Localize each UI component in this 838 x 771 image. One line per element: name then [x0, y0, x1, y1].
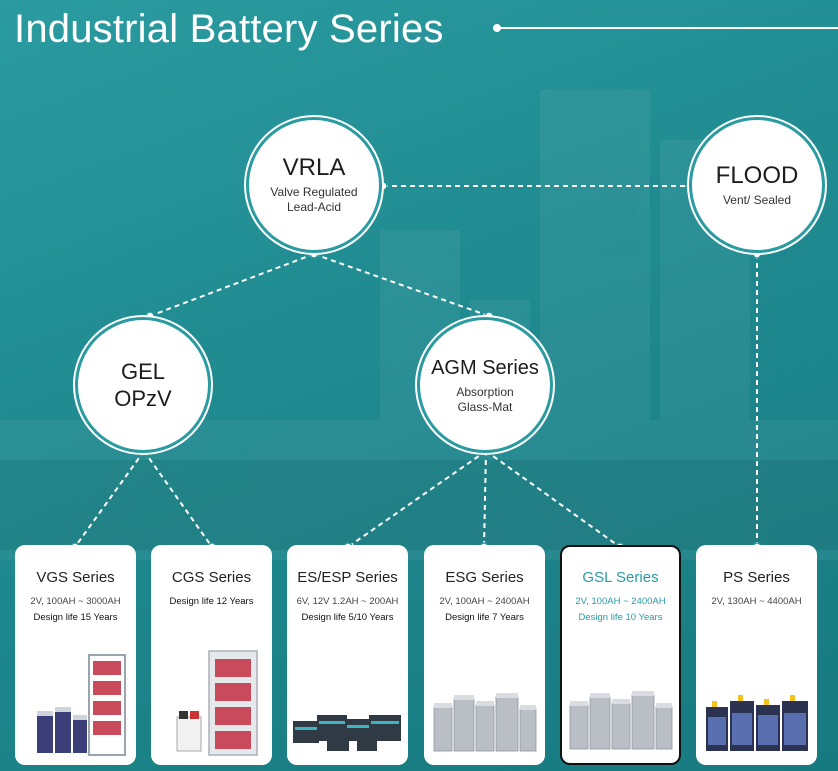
card-gsl-series[interactable]: GSL Series 2V, 100AH ~ 2400AH Design lif… [560, 545, 681, 765]
link-vrla-gel [149, 253, 315, 317]
card-title: ESG Series [445, 569, 524, 586]
link-agm-gsl [485, 450, 621, 548]
node-flood: FLOOD Vent/ Sealed [692, 120, 822, 250]
card-ps-series[interactable]: PS Series 2V, 130AH ~ 4400AH [696, 545, 817, 765]
card-title: ES/ESP Series [297, 569, 398, 586]
card-spec: 2V, 130AH ~ 4400AH [711, 596, 802, 607]
card-spec: 2V, 100AH ~ 2400AH [439, 596, 530, 607]
link-gel-vgs [74, 450, 145, 548]
joint-dot [752, 249, 762, 259]
gel-batteries-image [433, 693, 537, 752]
card-spec: 2V, 100AH ~ 3000AH [30, 596, 121, 607]
card-design-life: Design life 15 Years [33, 612, 118, 623]
title-rule [497, 27, 838, 29]
node-gel-title-line2: OPzV [114, 386, 172, 411]
node-gel: GEL OPzV [78, 320, 208, 450]
node-vrla-subtitle: Valve Regulated Lead-Acid [270, 185, 357, 215]
link-agm-esg [483, 450, 487, 548]
card-vgs-series[interactable]: VGS Series 2V, 100AH ~ 3000AH Design lif… [15, 545, 136, 765]
joint-dot [145, 311, 155, 321]
card-design-life: Design life 12 Years [169, 596, 254, 607]
agm-batteries-image [293, 715, 401, 751]
card-cgs-series[interactable]: CGS Series Design life 12 Years [151, 545, 272, 765]
card-design-life: Design life 5/10 Years [301, 612, 394, 623]
node-gel-title-line1: GEL [120, 359, 166, 384]
card-title: CGS Series [171, 569, 252, 586]
card-title: PS Series [723, 569, 790, 586]
link-vrla-agm [313, 253, 490, 317]
page-title: Industrial Battery Series [14, 7, 444, 51]
node-vrla-title: VRLA [282, 154, 346, 181]
node-vrla: VRLA Valve Regulated Lead-Acid [249, 120, 379, 250]
card-design-life: Design life 7 Years [445, 612, 524, 623]
node-flood-subtitle: Vent/ Sealed [722, 192, 792, 207]
node-agm-subtitle-line2: Glass-Mat [457, 400, 513, 414]
gel-batteries-image [569, 691, 673, 750]
battery-rack-image [37, 654, 126, 756]
card-es-esp-series[interactable]: ES/ESP Series 6V, 12V 1.2AH ~ 200AH Desi… [287, 545, 408, 765]
card-title: GSL Series [582, 569, 659, 586]
node-vrla-subtitle-line2: Lead-Acid [286, 200, 342, 214]
card-spec: 2V, 100AH ~ 2400AH [575, 596, 666, 607]
joint-dot [484, 311, 494, 321]
node-flood-title: FLOOD [715, 161, 799, 189]
node-agm-subtitle: Absorption Glass-Mat [456, 385, 513, 415]
card-design-life: Design life 10 Years [578, 612, 663, 623]
card-title: VGS Series [36, 569, 115, 586]
node-agm-title: AGM Series [431, 357, 539, 379]
joint-dot [309, 249, 319, 259]
link-agm-es [347, 450, 487, 548]
node-agm-subtitle-line1: Absorption [456, 385, 514, 399]
card-esg-series[interactable]: ESG Series 2V, 100AH ~ 2400AH Design lif… [424, 545, 545, 765]
card-spec: 6V, 12V 1.2AH ~ 200AH [296, 596, 399, 607]
battery-cabinet-image [176, 650, 258, 756]
node-vrla-subtitle-line1: Valve Regulated [270, 185, 358, 199]
node-agm: AGM Series Absorption Glass-Mat [420, 320, 550, 450]
joint-dot [378, 181, 388, 191]
link-gel-cgs [143, 450, 213, 548]
flooded-batteries-image [706, 695, 808, 751]
